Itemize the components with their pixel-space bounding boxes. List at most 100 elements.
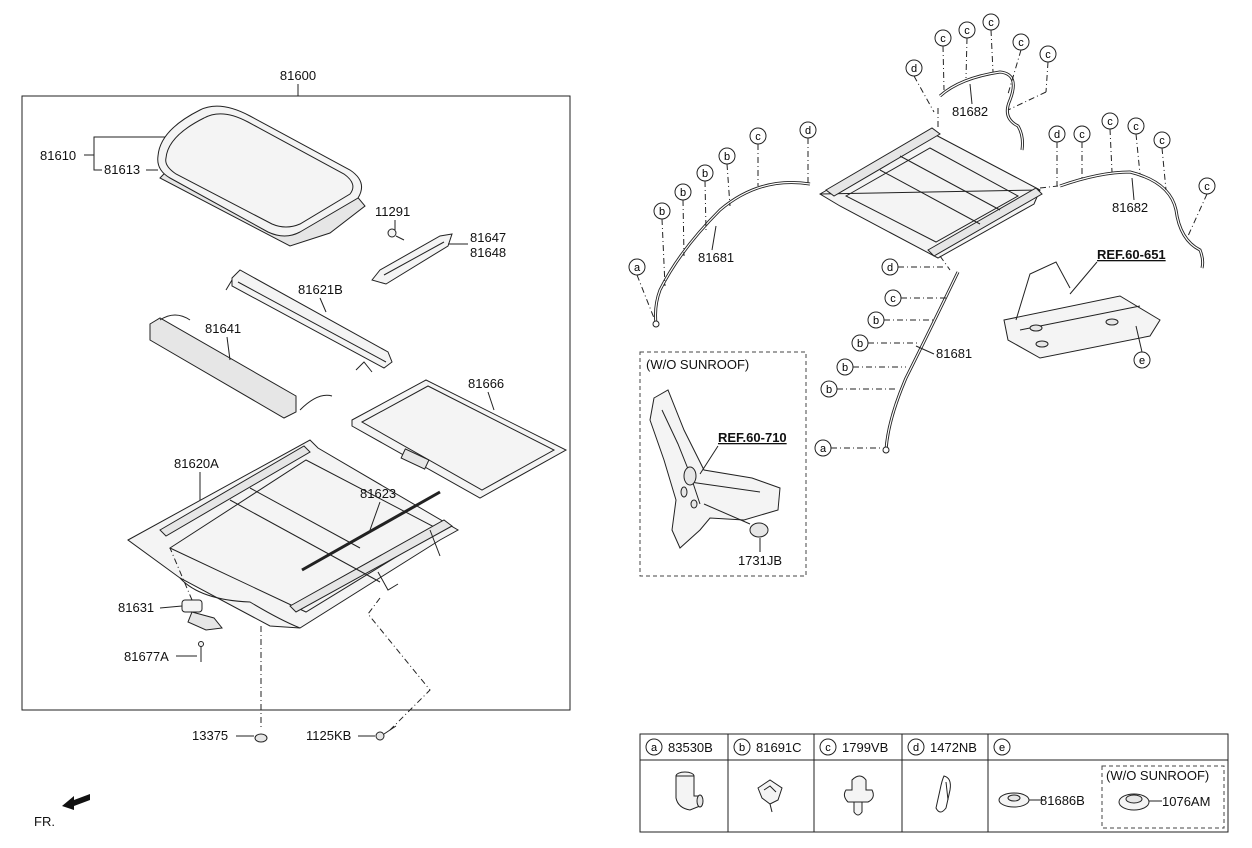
label-81682-rh: 81682 — [1112, 200, 1148, 215]
label-81677A: 81677A — [124, 649, 169, 664]
motor-81631 — [181, 599, 223, 631]
roof-frame-view — [819, 127, 1043, 259]
svg-text:1799VB: 1799VB — [842, 740, 888, 755]
svg-text:c: c — [1159, 135, 1165, 147]
svg-text:a: a — [651, 742, 658, 754]
legend-wo-sunroof-title: (W/O SUNROOF) — [1106, 768, 1209, 783]
plug-1076AM-icon — [1118, 793, 1150, 811]
callouts-front-rh: d c b b b b a — [814, 258, 946, 457]
legend-header-b: b 81691C — [733, 738, 802, 756]
svg-text:b: b — [826, 384, 832, 396]
svg-text:b: b — [857, 338, 863, 350]
svg-text:d: d — [913, 742, 919, 754]
label-81641: 81641 — [205, 321, 241, 336]
clip-1799VB-icon — [843, 775, 874, 816]
svg-text:83530B: 83530B — [668, 740, 713, 755]
svg-text:c: c — [988, 17, 994, 29]
label-81623: 81623 — [360, 486, 396, 501]
svg-text:c: c — [890, 293, 896, 305]
legend-header-e: e — [993, 738, 1011, 756]
sunshade-rail-81641 — [149, 314, 333, 419]
label-81666: 81666 — [468, 376, 504, 391]
label-81681-rh: 81681 — [936, 346, 972, 361]
label-1125KB: 1125KB — [306, 728, 351, 743]
clip-81691C-icon — [757, 779, 783, 813]
label-13375: 13375 — [192, 728, 228, 743]
bolt-81677A — [198, 641, 204, 662]
svg-text:b: b — [702, 168, 708, 180]
label-1731JB: 1731JB — [738, 553, 782, 568]
svg-text:c: c — [755, 131, 761, 143]
legend-header-a: a 83530B — [645, 738, 713, 756]
label-81682-lh: 81682 — [952, 104, 988, 119]
deflector-81621B — [225, 269, 393, 373]
wo-sunroof-pillar-title: (W/O SUNROOF) — [646, 357, 749, 372]
svg-text:c: c — [1204, 181, 1210, 193]
ref-60-651: REF.60-651 — [1097, 247, 1166, 262]
nut-13375 — [254, 733, 268, 743]
legend-part-81686B: 81686B — [1040, 793, 1085, 808]
glass-panel — [157, 105, 366, 247]
svg-text:d: d — [887, 262, 893, 274]
sunroof-frame-81620A — [127, 439, 460, 629]
label-81648: 81648 — [470, 245, 506, 260]
assembly-label: 81600 — [280, 68, 316, 83]
svg-text:d: d — [911, 63, 917, 75]
bracket-81647 — [371, 233, 453, 285]
drain-hose-rear-lh — [938, 70, 1024, 151]
label-81631: 81631 — [118, 600, 154, 615]
legend-header-d: d 1472NB — [907, 738, 977, 756]
clip-83530B-icon — [675, 771, 704, 811]
floor-panel-ref — [1003, 261, 1161, 359]
svg-text:c: c — [825, 742, 831, 754]
sunshade-81666 — [351, 379, 568, 499]
svg-text:c: c — [1045, 49, 1051, 61]
clip-1472NB-icon — [935, 775, 951, 813]
drain-hose-front-rh — [882, 271, 960, 454]
ref-60-710: REF.60-710 — [718, 430, 787, 445]
svg-text:c: c — [1018, 37, 1024, 49]
legend-part-1076AM: 1076AM — [1162, 794, 1210, 809]
svg-text:b: b — [842, 362, 848, 374]
grommet-1731JB — [703, 503, 769, 538]
label-81621B: 81621B — [298, 282, 343, 297]
front-direction-arrow: FR. — [34, 794, 90, 829]
label-81613: 81613 — [104, 162, 140, 177]
callouts-rear-rh: d c c c c c — [1048, 112, 1216, 237]
svg-text:c: c — [1133, 121, 1139, 133]
svg-text:a: a — [820, 443, 827, 455]
label-81681-lh: 81681 — [698, 250, 734, 265]
svg-text:81691C: 81691C — [756, 740, 802, 755]
svg-text:d: d — [805, 125, 811, 137]
svg-text:c: c — [940, 33, 946, 45]
svg-text:1472NB: 1472NB — [930, 740, 977, 755]
grommet-81686B-icon — [998, 792, 1030, 808]
assembly-frame-box — [21, 95, 571, 711]
svg-text:b: b — [739, 742, 745, 754]
seal-81623 — [301, 490, 441, 572]
pillar-structure — [649, 389, 781, 549]
label-81647: 81647 — [470, 230, 506, 245]
svg-text:a: a — [634, 262, 641, 274]
legend-header-c: c 1799VB — [819, 738, 888, 756]
label-81610: 81610 — [40, 148, 76, 163]
svg-text:c: c — [964, 25, 970, 37]
svg-text:c: c — [1079, 129, 1085, 141]
svg-text:e: e — [999, 742, 1005, 754]
callouts-front-lh: a b b b b c d — [628, 121, 817, 319]
label-11291: 11291 — [375, 204, 410, 219]
drain-hose-rear-rh — [1059, 170, 1205, 269]
wo-sunroof-pillar-box — [639, 351, 807, 577]
fr-label: FR. — [34, 814, 55, 829]
drain-hose-front-lh — [652, 180, 811, 328]
svg-text:b: b — [659, 206, 665, 218]
svg-text:e: e — [1139, 355, 1145, 367]
svg-text:b: b — [680, 187, 686, 199]
svg-text:c: c — [1107, 116, 1113, 128]
legend-wo-sunroof-box — [1101, 765, 1225, 829]
legend-table — [639, 733, 1229, 833]
svg-text:b: b — [724, 151, 730, 163]
screw-11291 — [387, 228, 405, 241]
label-81620A: 81620A — [174, 456, 219, 471]
